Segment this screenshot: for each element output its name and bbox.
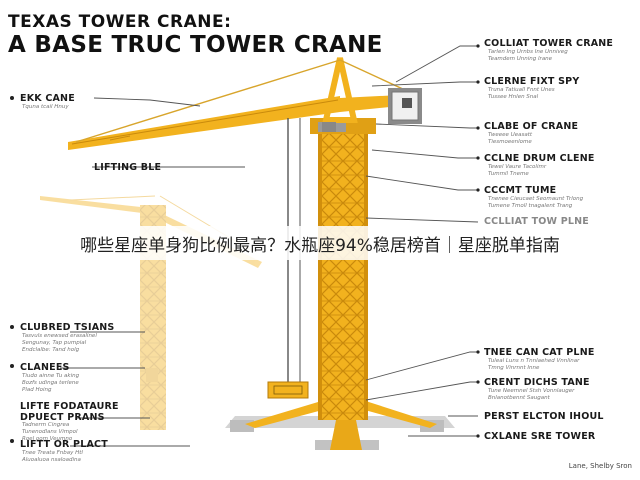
sublabel-right-4-0: Tnenee Cieucaet Seomaunt Trlong bbox=[488, 196, 584, 202]
sublabel-right-2-1: Tiesmoeenlome bbox=[488, 139, 532, 145]
label-left-1: LIFTING BLE bbox=[94, 162, 162, 173]
label-right-9: CXLANE SRE TOWER bbox=[484, 431, 596, 442]
sublabel-right-0-1: Teamdem Unning lrane bbox=[488, 56, 553, 62]
title-line-2: A BASE TRUC TOWER CRANE bbox=[8, 32, 383, 58]
sublabel-right-0-0: Tarlen Ing Urnbs Ine Unniveg bbox=[488, 49, 568, 55]
overlay-banner: 哪些星座单身狗比例最高？水瓶座94%稳居榜首｜星座脱单指南 bbox=[0, 226, 640, 260]
leader-lines bbox=[60, 45, 479, 447]
label-left-3: CLANEES bbox=[20, 362, 70, 373]
sublabel-left-3-2: Plad Hoing bbox=[22, 387, 52, 393]
label-right-2: CLABE OF CRANE bbox=[484, 121, 579, 132]
sublabel-left-4-2: Roel oom Veumno bbox=[22, 436, 73, 442]
title-line-1: TEXAS TOWER CRANE: bbox=[8, 12, 232, 32]
sublabel-right-6-0: Tuleal Luns n Tnnlaehed Vnnlinar bbox=[488, 358, 580, 364]
label-right-8: PERST ELCTON IHOUL bbox=[484, 411, 604, 422]
label-right-5: CCLLIAT TOW PLNE bbox=[484, 216, 589, 227]
banner-text: 哪些星座单身狗比例最高？水瓶座94%稳居榜首｜星座脱单指南 bbox=[80, 235, 560, 256]
sublabel-left-4-1: Tunenodlans Vimpol bbox=[22, 429, 78, 435]
sublabel-right-4-1: Tumene Tmoll tnagalent Trang bbox=[488, 203, 573, 209]
label-right-0: COLLIAT TOWER CRANE bbox=[484, 38, 614, 49]
label-left-4: LIFTE FODATAURE bbox=[20, 401, 119, 412]
label-left-0: EKK CANE bbox=[20, 93, 75, 104]
sublabel-left-3-1: Bozfs udinga terlene bbox=[22, 380, 79, 386]
sublabel-left-2-1: Sengunay, Tap pumpial bbox=[22, 340, 87, 346]
sublabel-right-3-1: Tummil Tneme bbox=[488, 171, 529, 177]
sublabel-right-3-0: Tewel Vaure Tacolimr bbox=[488, 164, 547, 170]
label-left-5: DPUECT PRANS bbox=[20, 412, 105, 423]
sublabel-right-2-0: Tweeee Ueasatt bbox=[488, 132, 533, 138]
sublabel-left-6-1: Aluoaluoa nsaloadina bbox=[22, 457, 81, 463]
sublabel-right-7-1: Bnlanotbennt Saugant bbox=[488, 395, 550, 401]
sublabel-right-6-1: Tmng Vinrnnt Inne bbox=[488, 365, 540, 371]
sublabel-left-2-2: Endclalbe: Tand holg bbox=[22, 347, 80, 353]
sublabel-left-3-0: Tiudo ainne Tu aking bbox=[22, 373, 80, 379]
sublabel-left-0-0: Tquna tcail Hnuy bbox=[22, 104, 69, 110]
sublabel-left-2-0: Tasvuls enewsed erasalinel bbox=[22, 333, 97, 339]
credit-text: Lane, Shelby Sron bbox=[568, 462, 632, 470]
label-left-6: LIFTT OR PLACT bbox=[20, 439, 108, 450]
label-right-3: CCLNE DRUM CLENE bbox=[484, 153, 595, 164]
sublabel-right-7-0: Tune Neemnel Stsh Vonnlauger bbox=[488, 388, 575, 394]
label-right-7: CRENT DICHS TANE bbox=[484, 377, 590, 388]
main-crane bbox=[68, 57, 455, 450]
sublabel-right-1-1: Tussee Hnlen Snal bbox=[488, 94, 539, 100]
label-right-6: TNEE CAN CAT PLNE bbox=[484, 347, 595, 358]
sublabel-right-1-0: Truna Tatiuall Fnnt Unes bbox=[488, 87, 555, 93]
label-left-2: CLUBRED TSIANS bbox=[20, 322, 115, 333]
leader-dots bbox=[10, 44, 480, 443]
sublabel-left-6-0: Tnee Treata Fnbay Htl bbox=[22, 450, 83, 456]
sublabel-left-4-0: Tadnerm Cingrea bbox=[22, 422, 70, 428]
label-right-1: CLERNE FIXT SPY bbox=[484, 76, 580, 87]
label-right-4: CCCMT TUME bbox=[484, 185, 557, 196]
